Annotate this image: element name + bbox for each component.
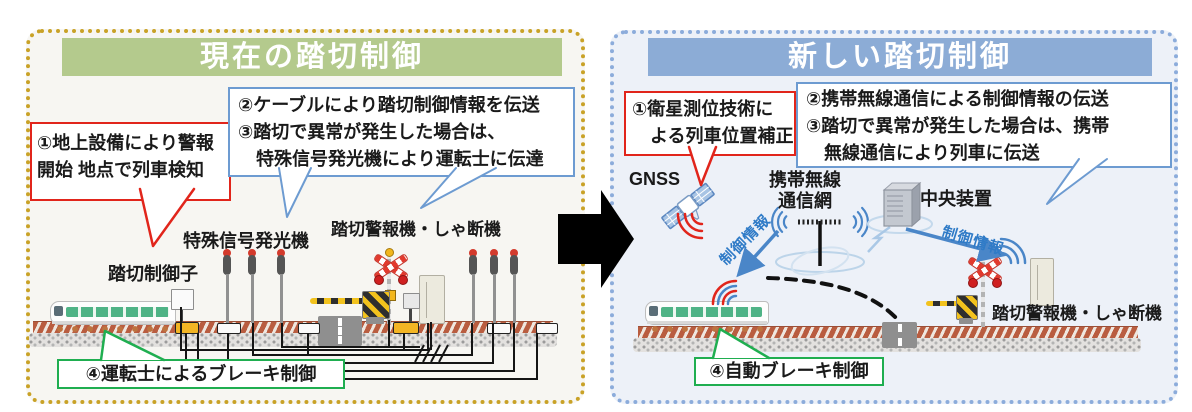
callout-line: ③踏切で異常が発生した場合は、	[238, 122, 506, 142]
train-detection-callout: ①地上設備により警報 開始 地点で列車検知	[30, 122, 231, 201]
cable-transmission-callout: ②ケーブルにより踏切制御情報を伝送 ③踏切で異常が発生した場合は、 特殊信号発光…	[228, 87, 575, 177]
right-road-crossing	[882, 322, 917, 348]
current-system-panel	[26, 29, 585, 404]
track-device-icon	[536, 323, 558, 334]
right-train	[645, 301, 769, 333]
signal-pole-icon	[222, 249, 232, 323]
train-wheels	[56, 325, 170, 332]
gate-base	[366, 317, 384, 324]
gate-arm-icon	[310, 298, 376, 304]
crossing-signal-icon	[372, 248, 409, 324]
sign-pole	[409, 307, 412, 322]
signal-pole-icon	[468, 249, 478, 323]
auto-brake-callout: ④自動ブレーキ制御	[694, 357, 884, 386]
crossing-controller-sign	[171, 289, 194, 310]
callout-line: ③踏切で異常が発生した場合は、携帯	[806, 116, 1110, 136]
crossing-sign	[403, 293, 420, 309]
mobile-network-label: 携帯無線 通信網	[763, 170, 847, 212]
central-device-label: 中央装置	[920, 189, 992, 209]
gate-base	[959, 318, 973, 324]
gate-mechanism-icon	[956, 295, 978, 320]
left-train	[50, 301, 176, 333]
track-device-icon	[217, 323, 241, 334]
track-device-icon	[298, 323, 320, 334]
relay-cabinet-icon	[419, 275, 445, 324]
train-skirt	[647, 321, 767, 324]
sign-pole	[180, 308, 183, 322]
track-device-icon	[487, 323, 511, 334]
gnss-positioning-callout: ①衛星測位技術に よる列車位置補正	[624, 91, 796, 156]
callout-line: 特殊信号発光機により運転士に伝達	[238, 149, 544, 169]
train-cab-window	[649, 306, 658, 316]
crossing-alarm-label-right: 踏切警報機・しゃ断機	[992, 304, 1162, 323]
gate-arm-icon	[926, 301, 964, 306]
train-skirt	[52, 321, 174, 324]
callout-line: ②携帯無線通信による制御情報の伝送	[806, 89, 1109, 109]
signal-pole-icon	[509, 249, 519, 323]
new-system-title: 新しい踏切制御	[648, 38, 1152, 76]
mobile-transmission-callout: ②携帯無線通信による制御情報の伝送 ③踏切で異常が発生した場合は、携帯 無線通信…	[796, 82, 1172, 168]
callout-line: 開始 地点で列車検知	[37, 160, 205, 180]
gnss-label: GNSS	[629, 169, 681, 189]
callout-line: よる列車位置補正	[632, 126, 794, 146]
current-system-title: 現在の踏切制御	[62, 38, 562, 76]
label-line: 通信網	[778, 191, 832, 211]
callout-line: ①衛星測位技術に	[632, 99, 774, 119]
signal-pole-icon	[247, 249, 257, 323]
crossing-controller-unit-icon	[393, 322, 419, 334]
left-track-ballast	[29, 333, 557, 347]
callout-line: 無線通信により列車に伝送	[806, 143, 1040, 163]
callout-line: ①地上設備により警報	[37, 133, 214, 153]
train-windows	[661, 307, 762, 317]
signal-pole-icon	[489, 249, 499, 323]
signal-pole-icon	[276, 249, 286, 323]
driver-brake-callout: ④運転士によるブレーキ制御	[57, 359, 345, 389]
special-signal-label: 特殊信号発光機	[183, 231, 309, 251]
gate-mechanism-icon	[362, 291, 390, 319]
label-line: 携帯無線	[769, 170, 841, 190]
left-road-crossing	[318, 316, 362, 346]
crossing-controller-unit-icon	[175, 322, 199, 334]
train-cab-window	[54, 306, 63, 316]
relay-cabinet-icon	[1030, 258, 1054, 306]
crossing-controller-label: 踏切制御子	[108, 264, 198, 284]
train-windows	[66, 307, 169, 317]
callout-line: ②ケーブルにより踏切制御情報を伝送	[238, 95, 540, 115]
crossing-alarm-label-left: 踏切警報機・しゃ断機	[331, 220, 501, 239]
train-wheels	[651, 325, 763, 332]
